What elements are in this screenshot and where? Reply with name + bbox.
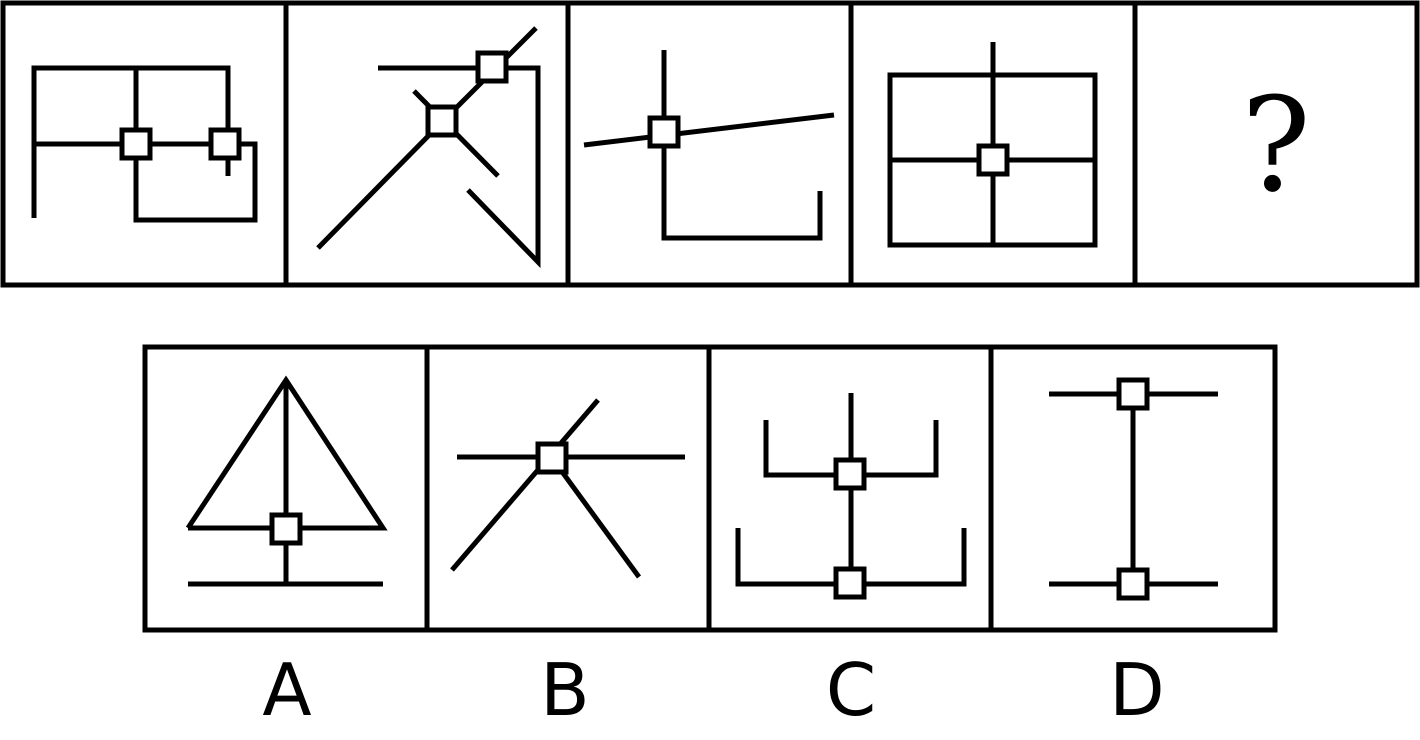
node-square: [535, 441, 569, 475]
option-a[interactable]: [185, 375, 388, 587]
option-c[interactable]: [735, 393, 967, 600]
node-square: [1116, 567, 1150, 601]
node-square: [208, 127, 242, 161]
node-square: [1116, 377, 1150, 411]
question-panel-3-figure: [583, 50, 835, 241]
option-label-a[interactable]: A: [262, 648, 311, 732]
option-label-b[interactable]: B: [540, 648, 589, 732]
option-label-d[interactable]: D: [1109, 648, 1164, 732]
node-square: [269, 512, 303, 546]
node-square: [119, 127, 153, 161]
question-panel-4-figure: [887, 42, 1098, 248]
option-label-c[interactable]: C: [826, 648, 876, 732]
node-square: [425, 104, 459, 138]
question-panel-1-figure: [31, 65, 258, 223]
question-mark: ?: [1241, 69, 1311, 221]
node-square: [976, 143, 1010, 177]
option-d[interactable]: [1049, 377, 1218, 601]
question-panel-2-figure: [316, 26, 541, 269]
node-square: [833, 457, 867, 491]
node-square: [833, 566, 867, 600]
question-row: ?: [0, 0, 1420, 288]
node-square: [475, 50, 509, 84]
option-b[interactable]: [450, 398, 685, 579]
node-square: [647, 115, 681, 149]
options-row: A B C D: [142, 344, 1278, 732]
question-row-frame: [0, 0, 1420, 288]
